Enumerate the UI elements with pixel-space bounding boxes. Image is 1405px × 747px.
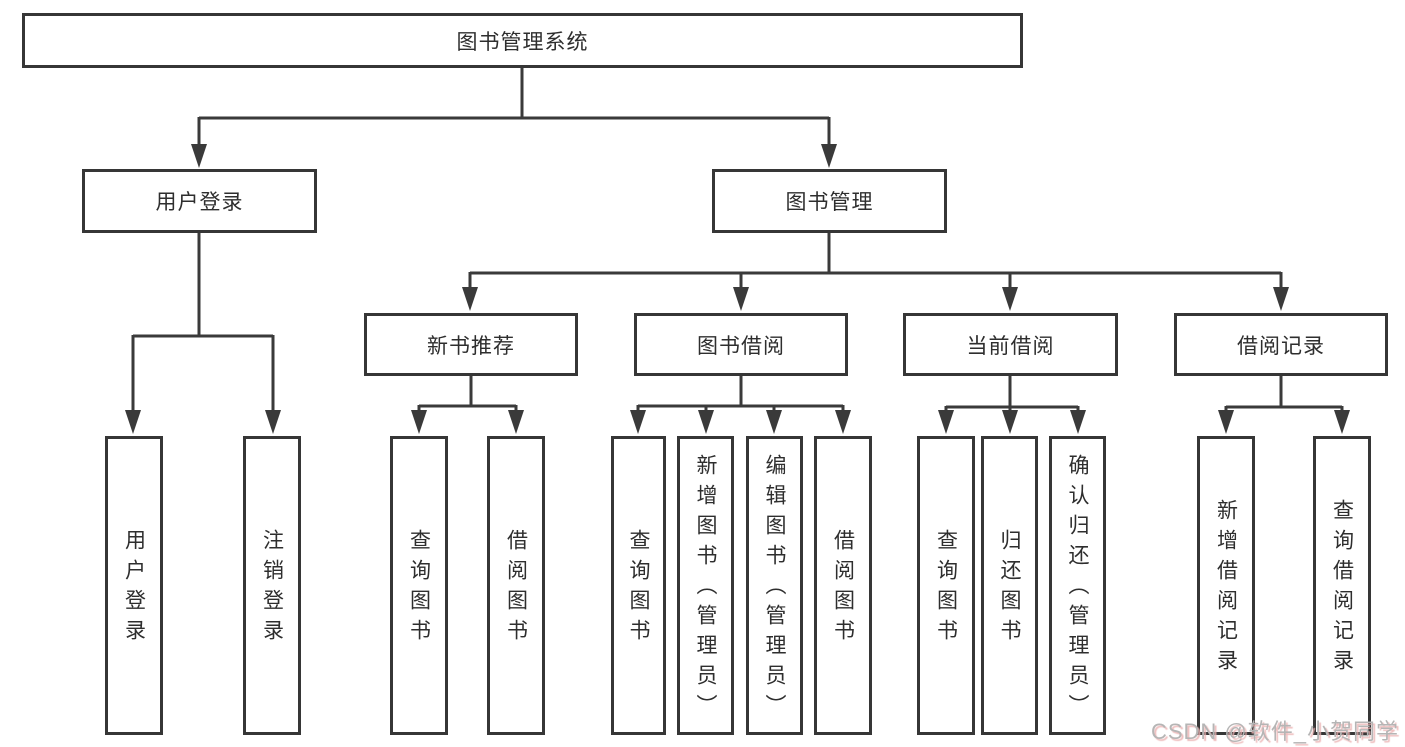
leaf-add-books-admin: 新增图书（管理员） <box>677 436 734 735</box>
leaf-confirm-return-admin: 确认归还（管理员） <box>1049 436 1106 735</box>
node-borrowing-records: 借阅记录 <box>1174 313 1388 376</box>
leaf-add-borrow-record: 新增借阅记录 <box>1197 436 1255 735</box>
leaf-return-books: 归还图书 <box>981 436 1038 735</box>
leaf-query-books-borrowing: 查询图书 <box>611 436 666 735</box>
leaf-query-borrow-record: 查询借阅记录 <box>1313 436 1371 735</box>
leaf-user-login: 用户登录 <box>105 436 163 735</box>
leaf-query-books-current: 查询图书 <box>917 436 975 735</box>
node-book-management: 图书管理 <box>712 169 947 233</box>
node-root-library-management-system: 图书管理系统 <box>22 13 1023 68</box>
node-book-borrowing: 图书借阅 <box>634 313 848 376</box>
node-user-login: 用户登录 <box>82 169 317 233</box>
leaf-borrow-books: 借阅图书 <box>814 436 872 735</box>
leaf-borrow-books-recommend: 借阅图书 <box>487 436 545 735</box>
node-new-book-recommendation: 新书推荐 <box>364 313 578 376</box>
leaf-edit-books-admin: 编辑图书（管理员） <box>746 436 803 735</box>
leaf-query-books-recommend: 查询图书 <box>390 436 448 735</box>
leaf-logout: 注销登录 <box>243 436 301 735</box>
node-current-borrowing: 当前借阅 <box>903 313 1118 376</box>
csdn-watermark: CSDN @软件_小贺同学 <box>1150 719 1399 744</box>
